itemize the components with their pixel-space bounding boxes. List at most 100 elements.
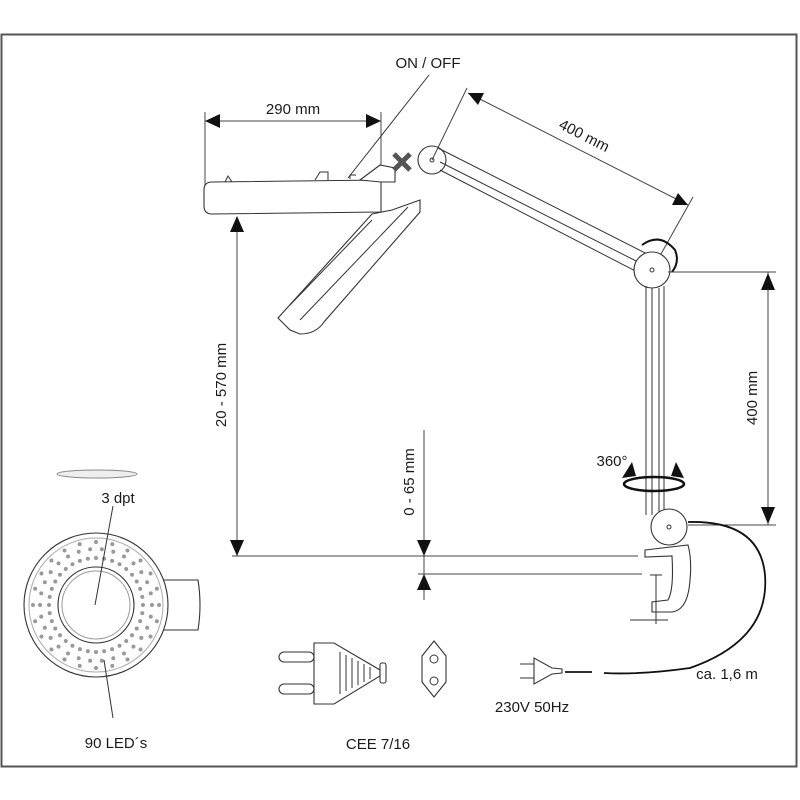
led-dot [148,614,153,619]
upper-arm-label: 400 mm [556,116,612,156]
led-dot [38,603,42,607]
led-dot [66,554,70,559]
led-dot [102,649,107,654]
led-dot [94,650,98,654]
led-dot [62,657,67,662]
rotation-label: 360° [596,453,627,470]
led-dot [110,663,115,668]
led-dot [62,548,67,553]
led-dot [31,603,35,607]
led-dot [125,657,130,662]
led-dot [94,556,98,560]
upper-arm [437,147,656,277]
led-dot [94,666,98,670]
led-ring-icon [23,505,201,719]
led-dot [138,619,143,624]
led-dot [77,663,82,668]
led-dot [130,633,135,638]
led-dot [85,556,90,561]
led-dot [39,614,44,619]
led-dot [139,635,144,640]
led-dot [39,591,44,596]
led-dot [99,658,104,663]
led-dot [145,580,150,585]
rotation-indicator: 360° [596,453,686,493]
led-dot [111,549,116,554]
led-dot [63,566,68,571]
led-dot [48,570,53,575]
led-dot [56,644,61,649]
head-width-label: 290 mm [266,101,320,118]
clamp [630,508,692,624]
led-dot [70,643,75,648]
led-dot [140,594,145,599]
led-dot [77,558,82,563]
led-dot [42,625,47,630]
led-dot [57,572,62,577]
head-joint [392,145,447,175]
led-dot [110,647,115,652]
led-dot [57,633,62,638]
led-dot [85,649,90,654]
led-dot [39,571,44,576]
led-dot [53,579,58,584]
led-dot [148,591,153,596]
led-dot [145,625,150,630]
upper-arm-dimension: 400 mm [431,87,694,271]
lower-arm-dimension: 400 mm [668,271,776,526]
plug-type-label: CEE 7/16 [346,736,410,753]
led-dot [94,540,98,544]
led-dot [111,656,116,661]
led-dot [48,635,53,640]
power-cable [603,521,767,675]
led-dot [124,566,129,571]
led-dot [157,603,161,607]
switch-label: ON / OFF [396,55,461,72]
led-dot [53,626,58,631]
led-dot [131,561,136,566]
led-dot [110,558,115,563]
cable-length-label: ca. 1,6 m [696,666,758,683]
led-dot [77,542,82,547]
clamp-range-label: 0 - 65 mm [401,448,418,516]
led-dot [131,644,136,649]
led-dot [150,603,154,607]
led-dot [148,634,153,639]
led-dot [117,643,122,648]
led-dot [122,651,126,656]
lamp-post [645,286,665,515]
power-label: 230V 50Hz [495,699,569,716]
led-dot [49,619,54,624]
led-dot [49,586,54,591]
led-dot [130,572,135,577]
led-dot [138,558,143,563]
led-dot [33,619,38,624]
led-dot [125,548,130,553]
height-label: 20 - 570 mm [213,343,230,427]
small-plug-icon [520,657,563,685]
led-dot [47,611,52,616]
led-dot [124,639,129,644]
elbow-joint [633,238,678,289]
led-dot [138,586,143,591]
led-dot [77,647,82,652]
led-dot [33,586,38,591]
led-count-label: 90 LED´s [85,735,148,752]
led-dot [70,562,75,567]
led-dot [42,580,47,585]
led-dot [134,626,139,631]
led-dot [99,547,104,552]
switch-leader-line [347,74,430,179]
clamp-range-dimension: 0 - 65 mm [401,430,642,600]
lamp-head-tilted [277,199,421,335]
led-dot [47,603,51,607]
height-dimension: 20 - 570 mm [213,216,638,557]
led-dot [154,619,159,624]
led-dot [117,562,122,567]
socket-outline-icon [421,640,447,698]
frame-border [0,33,798,768]
led-dot [88,658,93,663]
led-dot [139,570,144,575]
led-dot [49,558,54,563]
